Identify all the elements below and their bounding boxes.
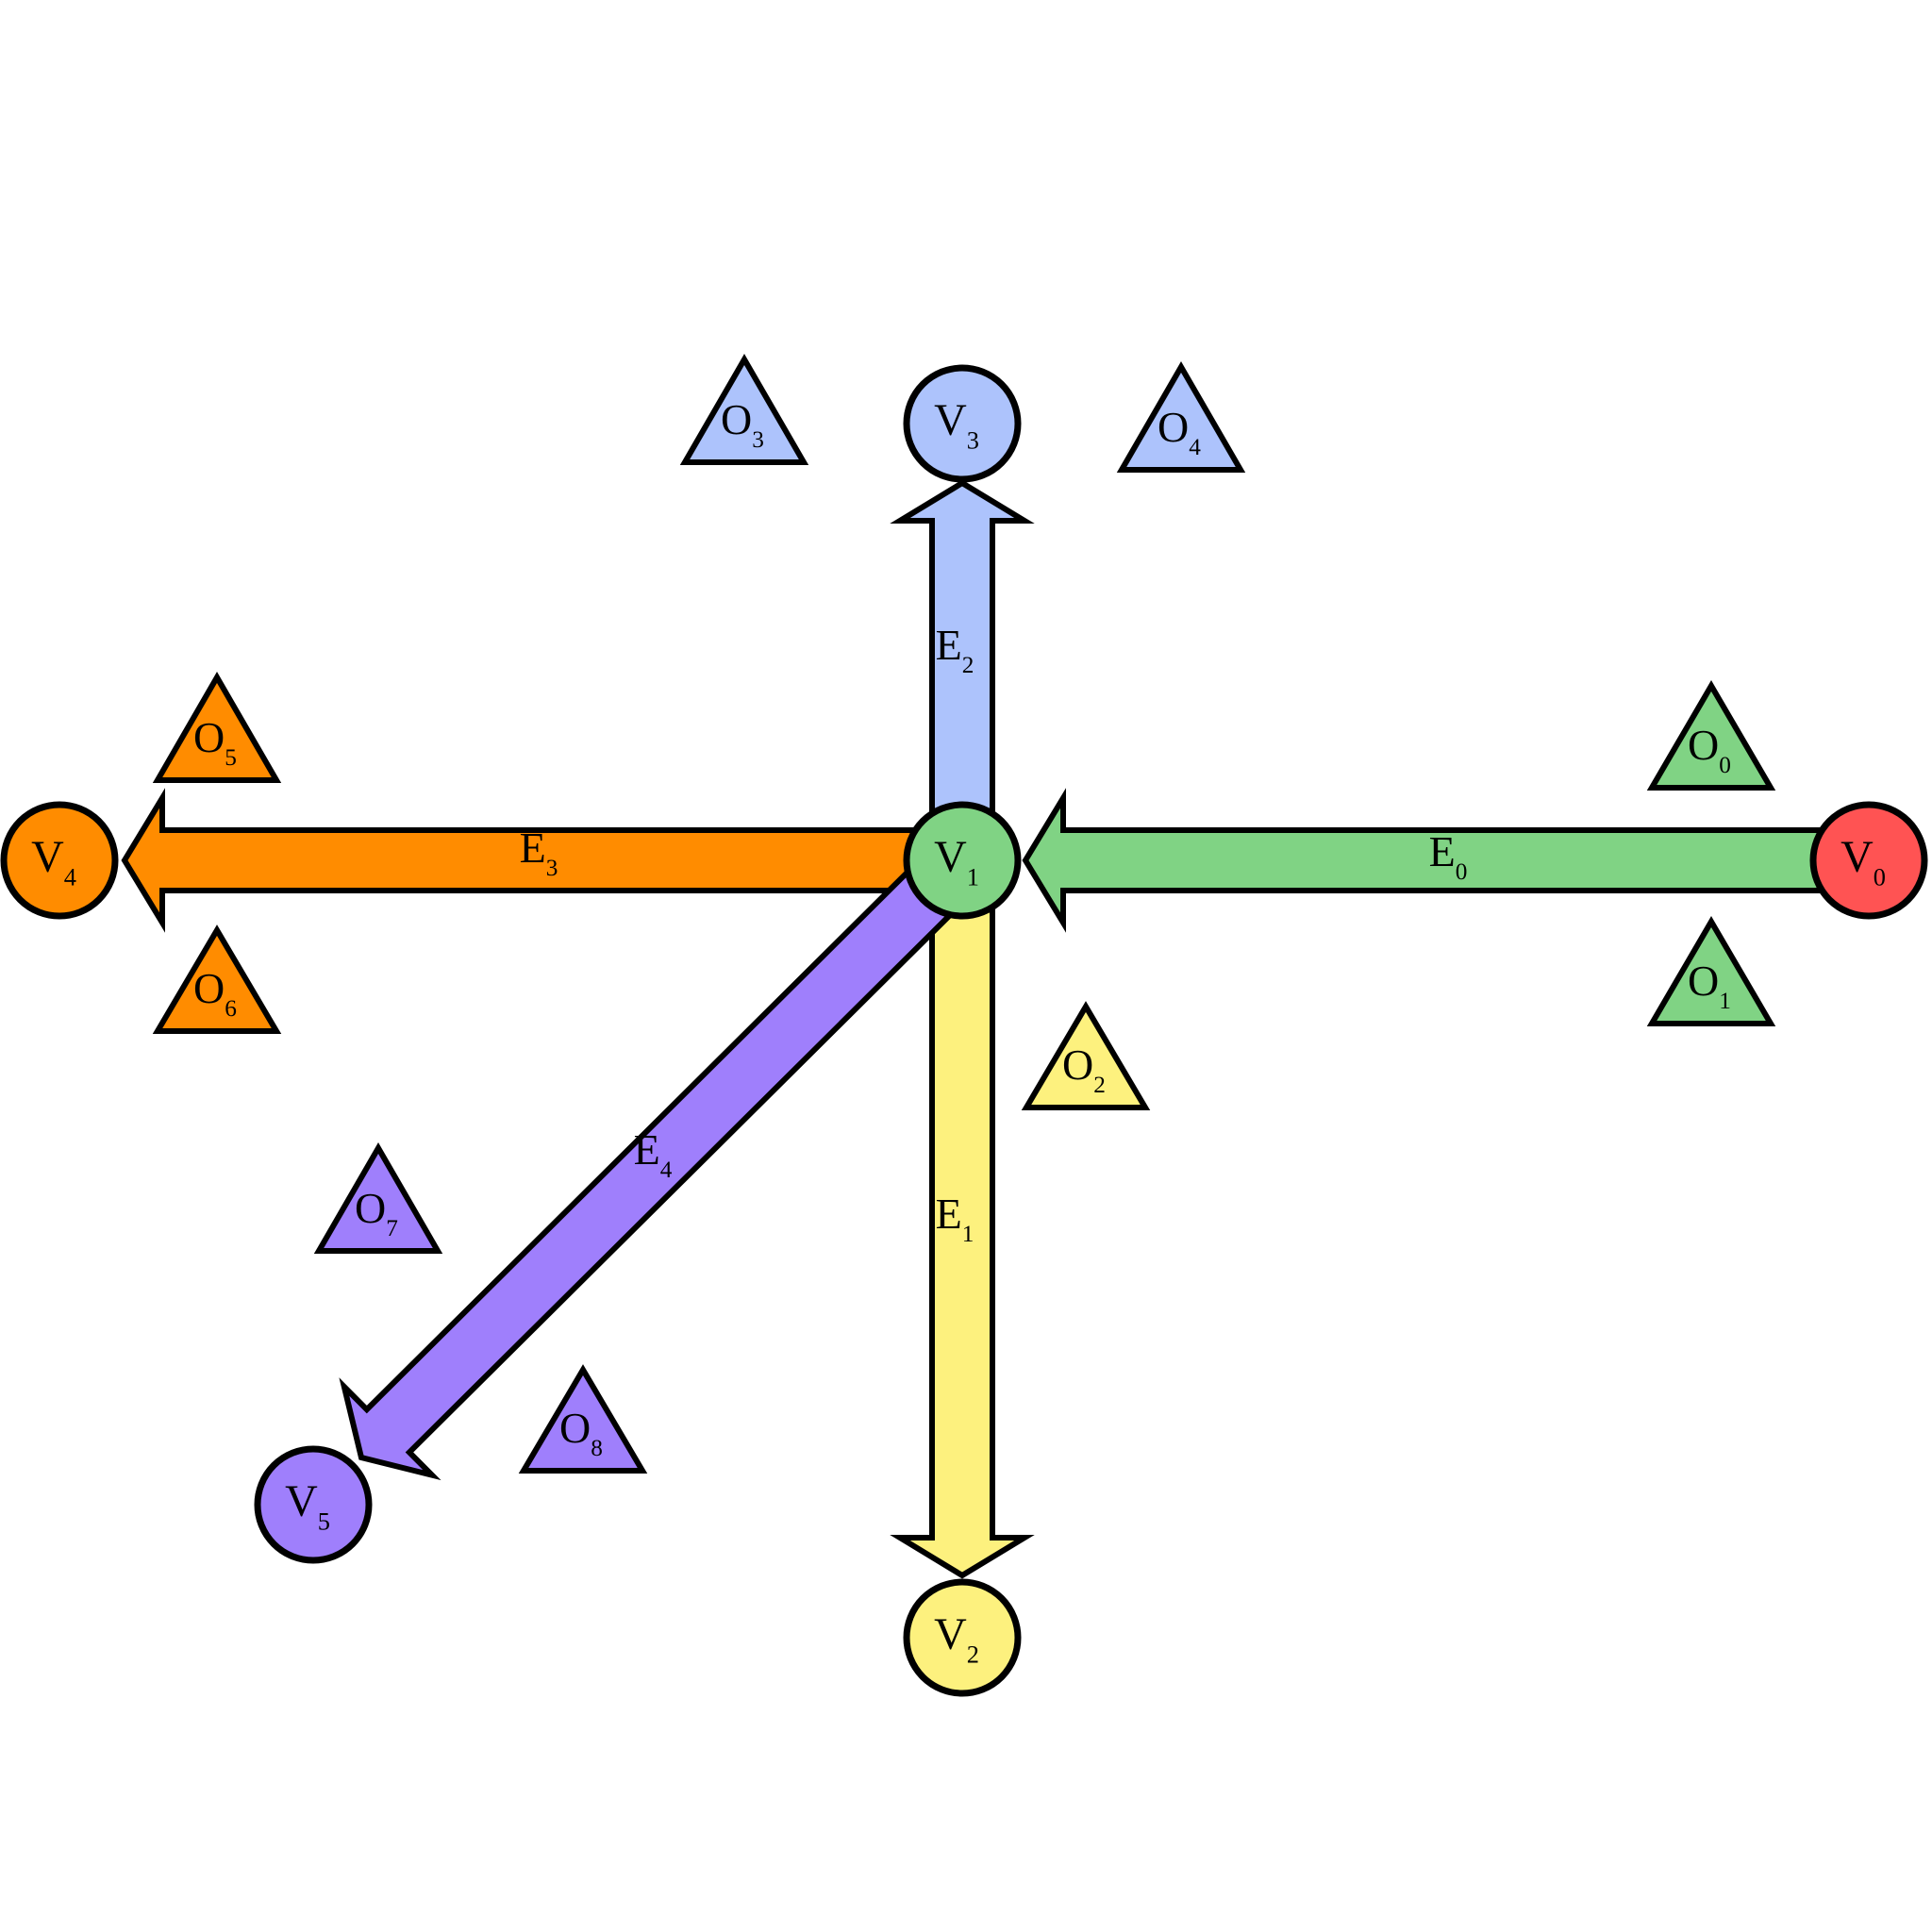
arrow-shape xyxy=(890,479,1035,863)
vertex-v5: V5 xyxy=(254,1445,373,1564)
vertex-v3: V3 xyxy=(903,364,1022,483)
object-label: O4 xyxy=(1158,403,1201,460)
edge-e0: E0 xyxy=(1022,788,1872,933)
vertex-circle xyxy=(903,801,1022,920)
object-label: O5 xyxy=(193,713,237,771)
triangle-marker xyxy=(152,672,282,783)
object-o7: O7 xyxy=(313,1142,443,1254)
object-o2: O2 xyxy=(1021,1001,1151,1110)
object-o0: O0 xyxy=(1646,680,1776,791)
object-o4: O4 xyxy=(1116,361,1246,473)
object-label: O7 xyxy=(355,1184,398,1241)
object-o8: O8 xyxy=(518,1364,648,1474)
triangle-marker xyxy=(313,1142,443,1254)
edge-label: E0 xyxy=(1429,827,1468,885)
vertex-v1: V1 xyxy=(903,801,1022,920)
arrow-shape xyxy=(890,858,1035,1579)
triangle-marker xyxy=(1646,680,1776,791)
edge-e4: E4 xyxy=(339,835,988,1481)
vertex-label: V5 xyxy=(285,1476,330,1535)
vertex-circle xyxy=(0,801,119,920)
edge-e2: E2 xyxy=(890,479,1035,863)
vertex-label: V2 xyxy=(934,1609,979,1668)
object-o5: O5 xyxy=(152,672,282,783)
triangle-marker xyxy=(518,1364,648,1474)
vertex-v2: V2 xyxy=(903,1578,1022,1697)
vertex-circle xyxy=(254,1445,373,1564)
object-label: O0 xyxy=(1688,721,1731,778)
edge-label: E4 xyxy=(634,1125,673,1183)
edge-label: E2 xyxy=(936,621,974,678)
edge-label: E1 xyxy=(936,1190,974,1247)
vertex-label: V0 xyxy=(1840,832,1886,891)
vertex-v0: V0 xyxy=(1809,801,1928,920)
object-label: O6 xyxy=(193,964,237,1022)
edge-label: E3 xyxy=(520,824,558,881)
vertex-circle xyxy=(903,364,1022,483)
vertex-circle xyxy=(903,1578,1022,1697)
object-label: O1 xyxy=(1688,957,1731,1014)
arrow-shape xyxy=(339,835,988,1481)
vertex-label: V1 xyxy=(934,832,979,891)
triangle-marker xyxy=(1021,1001,1151,1110)
object-o3: O3 xyxy=(679,354,809,465)
vertex-label: V4 xyxy=(31,832,76,891)
edge-e1: E1 xyxy=(890,858,1035,1579)
triangle-marker xyxy=(1116,361,1246,473)
object-o1: O1 xyxy=(1646,916,1776,1026)
arrow-shape xyxy=(121,788,965,933)
vertex-v4: V4 xyxy=(0,801,119,920)
object-label: O8 xyxy=(559,1404,603,1461)
arrow-shape xyxy=(1022,788,1872,933)
object-label: O2 xyxy=(1062,1041,1106,1098)
triangle-marker xyxy=(679,354,809,465)
triangle-marker xyxy=(152,924,282,1034)
vertex-label: V3 xyxy=(934,395,979,454)
triangle-marker xyxy=(1646,916,1776,1026)
object-label: O3 xyxy=(721,395,764,453)
object-o6: O6 xyxy=(152,924,282,1034)
vertex-circle xyxy=(1809,801,1928,920)
edge-e3: E3 xyxy=(121,788,965,933)
